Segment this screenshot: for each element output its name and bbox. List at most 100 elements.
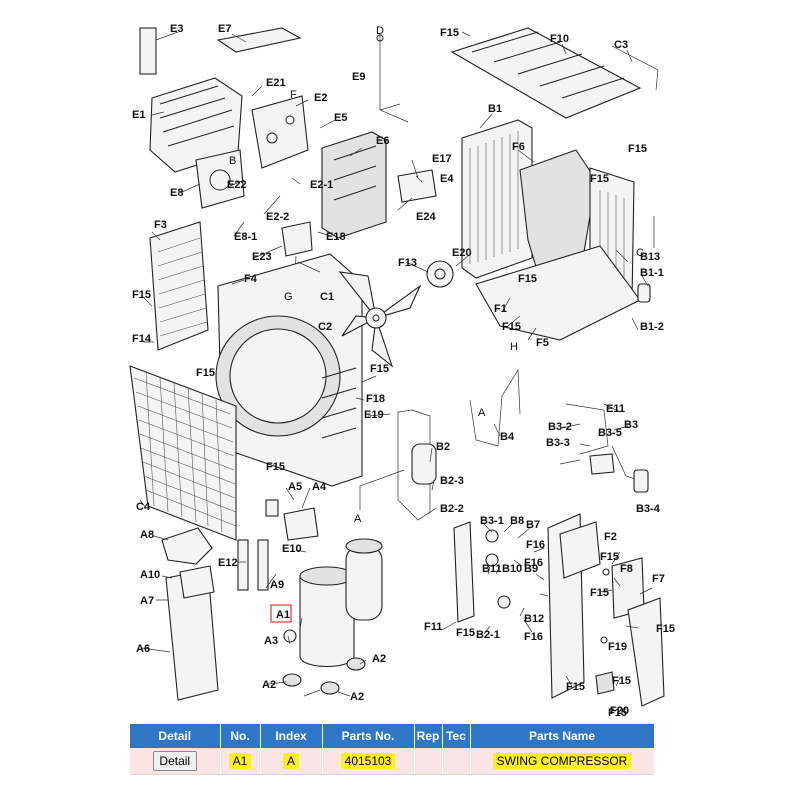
- col-header-parts-no: Parts No.: [322, 724, 415, 748]
- callout-F18: F18: [366, 393, 385, 405]
- callout-A2-right: A2: [372, 653, 386, 665]
- callout-F15: F15: [440, 27, 459, 39]
- detail-button[interactable]: Detail: [152, 751, 197, 771]
- table-header-row: Detail No. Index Parts No. Rep Tec Parts…: [130, 724, 655, 748]
- callout-F1: F1: [494, 303, 507, 315]
- exploded-parts-diagram: E3 E7 E21 E2 E5 E1 E6 E8 E22 E2-1 E2-2 E…: [129, 23, 675, 719]
- callout-F13: F13: [398, 257, 417, 269]
- callout-B1-2: B1-2: [640, 321, 664, 333]
- cell-no: A1: [220, 748, 261, 774]
- callout-F7: F7: [652, 573, 665, 585]
- callout-B2-3: B2-3: [440, 475, 464, 487]
- callout-A-circle: A: [354, 513, 362, 525]
- callout-E4: E4: [440, 173, 454, 185]
- cell-rep: [414, 748, 443, 774]
- callout-F15-d: F15: [132, 289, 151, 301]
- callout-E11: E11: [606, 403, 625, 415]
- callout-A9: A9: [270, 579, 284, 591]
- col-header-detail: Detail: [130, 724, 221, 748]
- callout-E8-1: E8-1: [234, 231, 257, 243]
- callout-B3-5: B3-5: [598, 427, 622, 439]
- callout-A2-left: A2: [262, 679, 276, 691]
- callout-E2: E2: [314, 92, 327, 104]
- callout-B9: B9: [524, 563, 538, 575]
- col-header-parts-name: Parts Name: [470, 724, 655, 748]
- callout-F15-l: F15: [456, 627, 475, 639]
- callout-E2-2: E2-2: [266, 211, 289, 223]
- callout-E24: E24: [416, 211, 436, 223]
- callout-B10: B10: [502, 563, 522, 575]
- callout-F15-j: F15: [600, 551, 619, 563]
- cell-index: A: [260, 748, 323, 774]
- callout-B3-2: B3-2: [548, 421, 572, 433]
- callout-F2: F2: [604, 531, 617, 543]
- callout-A-circle-2: A: [478, 407, 486, 419]
- parts-number-value: 4015103: [340, 753, 396, 769]
- callout-E3: E3: [170, 23, 183, 35]
- callout-F16-b: F16: [524, 631, 543, 643]
- callout-F10: F10: [550, 33, 569, 45]
- callout-C-circle: C: [636, 247, 644, 259]
- cell-detail: Detail: [130, 748, 221, 774]
- callout-F15-o: F15: [608, 707, 627, 719]
- callout-F15-h: F15: [518, 273, 537, 285]
- callout-F15-n: F15: [612, 675, 631, 687]
- parts-name-value: SWING COMPRESSOR: [492, 753, 632, 769]
- callout-E18: E18: [326, 231, 346, 243]
- callout-B3-4: B3-4: [636, 503, 661, 515]
- callout-B1-1: B1-1: [640, 267, 664, 279]
- cell-parts-no: 4015103: [322, 748, 415, 774]
- callout-B3-1: B3-1: [480, 515, 504, 527]
- electrical-box-assembly: [139, 27, 437, 291]
- index-value: A: [282, 753, 299, 769]
- callout-C3: C3: [614, 39, 628, 51]
- callout-B11: B11: [482, 563, 502, 575]
- callout-B13: B13: [640, 251, 660, 263]
- callout-F19: F19: [608, 641, 627, 653]
- callout-E22: E22: [227, 179, 247, 191]
- callout-F15-f: F15: [370, 363, 389, 375]
- callout-C1: C1: [320, 291, 334, 303]
- callout-B8: B8: [510, 515, 524, 527]
- part-no-value: A1: [228, 753, 252, 769]
- callout-F16-c: F16: [524, 557, 543, 569]
- callout-F11: F11: [424, 621, 442, 633]
- callout-E23: E23: [252, 251, 272, 263]
- callout-F15-e: F15: [196, 367, 215, 379]
- callout-F-circle: F: [290, 89, 297, 101]
- callout-F14-b: F15: [656, 623, 675, 635]
- table-row[interactable]: Detail A1 A 4015103 SWING COMPRESSOR: [130, 748, 655, 774]
- callout-A7: A7: [140, 595, 154, 607]
- callout-A10: A10: [140, 569, 160, 581]
- callout-E9: E9: [352, 71, 365, 83]
- callout-F20: F20: [610, 705, 629, 717]
- cell-tec: [442, 748, 471, 774]
- callout-C4: C4: [136, 501, 151, 513]
- callout-C2: C2: [318, 321, 332, 333]
- callout-B7: B7: [526, 519, 540, 531]
- callout-E12: E12: [218, 557, 238, 569]
- callout-A1: A1: [276, 609, 290, 621]
- callout-B2-2: B2-2: [440, 503, 464, 515]
- callout-E6: E6: [376, 135, 389, 147]
- callout-F15-k: F15: [590, 587, 609, 599]
- callout-F5: F5: [536, 337, 549, 349]
- callout-A6: A6: [136, 643, 150, 655]
- callout-B-circle: B: [229, 155, 236, 167]
- callout-H-circle: H: [510, 341, 518, 353]
- callout-A4: A4: [312, 481, 327, 493]
- callout-A3: A3: [264, 635, 278, 647]
- callout-E17: E17: [432, 153, 452, 165]
- callout-E2-1: E2-1: [310, 179, 333, 191]
- callout-D-circle: D: [376, 25, 384, 37]
- refrigerant-piping: [359, 368, 649, 623]
- callout-F15-m: F15: [566, 681, 585, 693]
- callout-E1: E1: [132, 109, 145, 121]
- callout-A5: A5: [288, 481, 302, 493]
- callout-A8: A8: [140, 529, 154, 541]
- col-header-no: No.: [220, 724, 261, 748]
- callout-F15-g: F15: [266, 461, 285, 473]
- callout-B12: B12: [524, 613, 544, 625]
- callout-E7: E7: [218, 23, 231, 35]
- callout-F14: F14: [132, 333, 152, 345]
